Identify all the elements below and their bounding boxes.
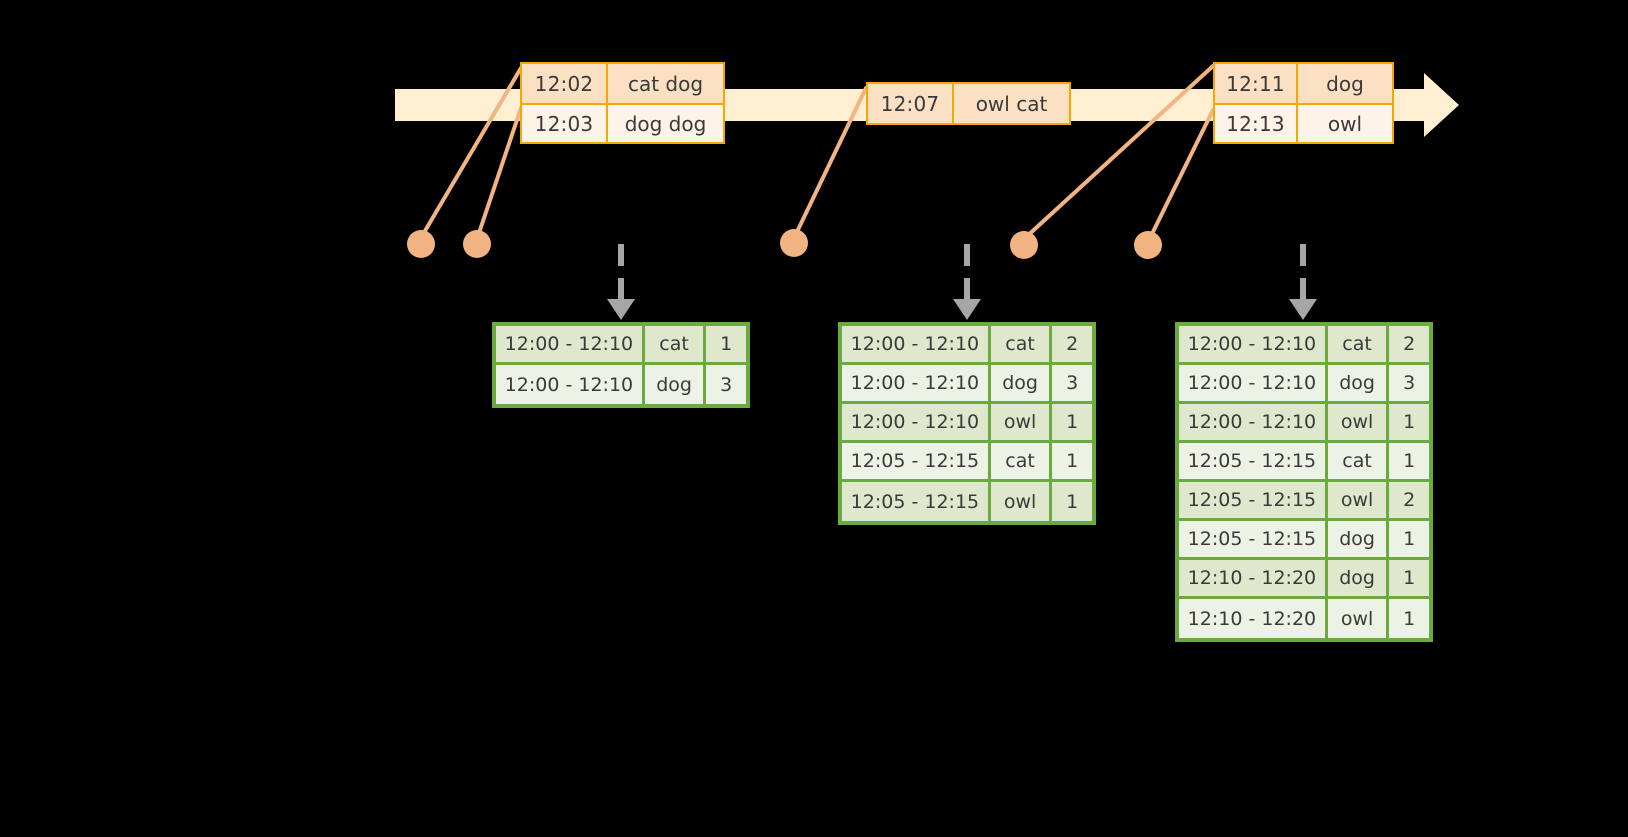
table-row: 12:00 - 12:10 dog 3: [1179, 365, 1429, 404]
cell-count: 3: [720, 373, 733, 396]
cell-word: cat: [644, 326, 707, 365]
cell-window: 12:00 - 12:10: [496, 365, 645, 404]
flow-arrow-2-head: [953, 299, 981, 320]
cell-word: dog: [1327, 365, 1390, 404]
table-row: 12:10 - 12:20 owl 1: [1179, 599, 1429, 638]
cell-window: 12:10 - 12:20: [1179, 560, 1328, 599]
table-row: 12:00 - 12:10 owl 1: [1179, 404, 1429, 443]
event-dot-1207: [780, 229, 808, 257]
table-row: 12:05 - 12:15 dog 1: [1179, 521, 1429, 560]
table-row: 12:00 - 12:10 cat 2: [842, 326, 1092, 365]
cell-word: cat: [990, 443, 1053, 482]
event-words: owl: [1327, 111, 1363, 136]
cell-word: owl: [991, 482, 1053, 521]
table-row: 12:05 - 12:15 cat 1: [1179, 443, 1429, 482]
event-time: 12:13: [1215, 105, 1298, 142]
timeline-arrow-right-icon: [1424, 73, 1459, 137]
event-row: 12:07 owl cat: [868, 84, 1069, 123]
cell-word: dog: [1327, 560, 1390, 599]
result-table-2: 12:00 - 12:10 cat 2 12:00 - 12:10 dog 3 …: [838, 322, 1096, 525]
cell-count: 1: [1403, 607, 1416, 630]
table-row: 12:00 - 12:10 dog 3: [496, 365, 746, 404]
cell-word: dog: [645, 365, 707, 404]
event-words: owl cat: [975, 91, 1048, 116]
cell-count: 1: [1389, 560, 1429, 599]
event-row: 12:13 owl: [1215, 103, 1392, 142]
cell-window: 12:05 - 12:15: [842, 482, 991, 521]
result-table-3: 12:00 - 12:10 cat 2 12:00 - 12:10 dog 3 …: [1175, 322, 1433, 642]
event-words: cat dog: [627, 71, 704, 96]
cell-window: 12:05 - 12:15: [1179, 482, 1328, 521]
cell-window: 12:05 - 12:15: [842, 443, 991, 482]
cell-word: dog: [1327, 521, 1390, 560]
cell-word: dog: [990, 365, 1053, 404]
table-row: 12:10 - 12:20 dog 1: [1179, 560, 1429, 599]
cell-window: 12:00 - 12:10: [1179, 326, 1328, 365]
table-row: 12:05 - 12:15 owl 1: [842, 482, 1092, 521]
table-row: 12:00 - 12:10 dog 3: [842, 365, 1092, 404]
table-row: 12:05 - 12:15 cat 1: [842, 443, 1092, 482]
cell-window: 12:00 - 12:10: [842, 404, 991, 443]
result-table-1: 12:00 - 12:10 cat 1 12:00 - 12:10 dog 3: [492, 322, 750, 408]
cell-word: owl: [990, 404, 1053, 443]
connector-line-1213: [1148, 108, 1215, 240]
event-time: 12:02: [522, 64, 608, 103]
cell-count: 1: [1389, 443, 1429, 482]
event-group-2: 12:07 owl cat: [866, 82, 1071, 125]
cell-window: 12:00 - 12:10: [496, 326, 645, 365]
cell-count: 1: [1389, 521, 1429, 560]
cell-count: 1: [1052, 443, 1092, 482]
flow-arrow-3-head: [1289, 299, 1317, 320]
cell-window: 12:00 - 12:10: [1179, 365, 1328, 404]
table-row: 12:00 - 12:10 cat 1: [496, 326, 746, 365]
cell-word: owl: [1327, 482, 1390, 521]
event-time: 12:03: [522, 105, 608, 142]
table-row: 12:00 - 12:10 cat 2: [1179, 326, 1429, 365]
cell-count: 1: [706, 326, 746, 365]
event-group-3: 12:11 dog 12:13 owl: [1213, 62, 1394, 144]
event-dot-1202: [407, 230, 435, 258]
cell-count: 1: [1052, 404, 1092, 443]
event-words: dog dog: [624, 111, 707, 136]
event-row: 12:03 dog dog: [522, 103, 723, 142]
event-dot-1203: [463, 230, 491, 258]
event-time: 12:11: [1215, 64, 1298, 103]
event-row: 12:02 cat dog: [522, 64, 723, 103]
cell-word: cat: [1327, 326, 1390, 365]
table-row: 12:00 - 12:10 owl 1: [842, 404, 1092, 443]
cell-word: cat: [990, 326, 1053, 365]
cell-window: 12:00 - 12:10: [842, 326, 991, 365]
event-time: 12:07: [868, 84, 954, 123]
event-words: dog: [1326, 71, 1364, 96]
cell-count: 3: [1389, 365, 1429, 404]
cell-window: 12:00 - 12:10: [842, 365, 991, 404]
cell-window: 12:10 - 12:20: [1179, 599, 1328, 638]
cell-count: 1: [1389, 404, 1429, 443]
cell-window: 12:00 - 12:10: [1179, 404, 1328, 443]
cell-word: cat: [1327, 443, 1390, 482]
event-dot-1211: [1010, 231, 1038, 259]
cell-word: owl: [1328, 599, 1390, 638]
event-row: 12:11 dog: [1215, 64, 1392, 103]
cell-count: 3: [1052, 365, 1092, 404]
connector-line-1203: [476, 106, 523, 238]
cell-count: 2: [1052, 326, 1092, 365]
cell-window: 12:05 - 12:15: [1179, 521, 1328, 560]
cell-word: owl: [1327, 404, 1390, 443]
cell-window: 12:05 - 12:15: [1179, 443, 1328, 482]
event-dot-1213: [1134, 231, 1162, 259]
cell-count: 2: [1389, 326, 1429, 365]
flow-arrow-1-head: [607, 299, 635, 320]
event-group-1: 12:02 cat dog 12:03 dog dog: [520, 62, 725, 144]
cell-count: 1: [1066, 490, 1079, 513]
cell-count: 2: [1389, 482, 1429, 521]
table-row: 12:05 - 12:15 owl 2: [1179, 482, 1429, 521]
